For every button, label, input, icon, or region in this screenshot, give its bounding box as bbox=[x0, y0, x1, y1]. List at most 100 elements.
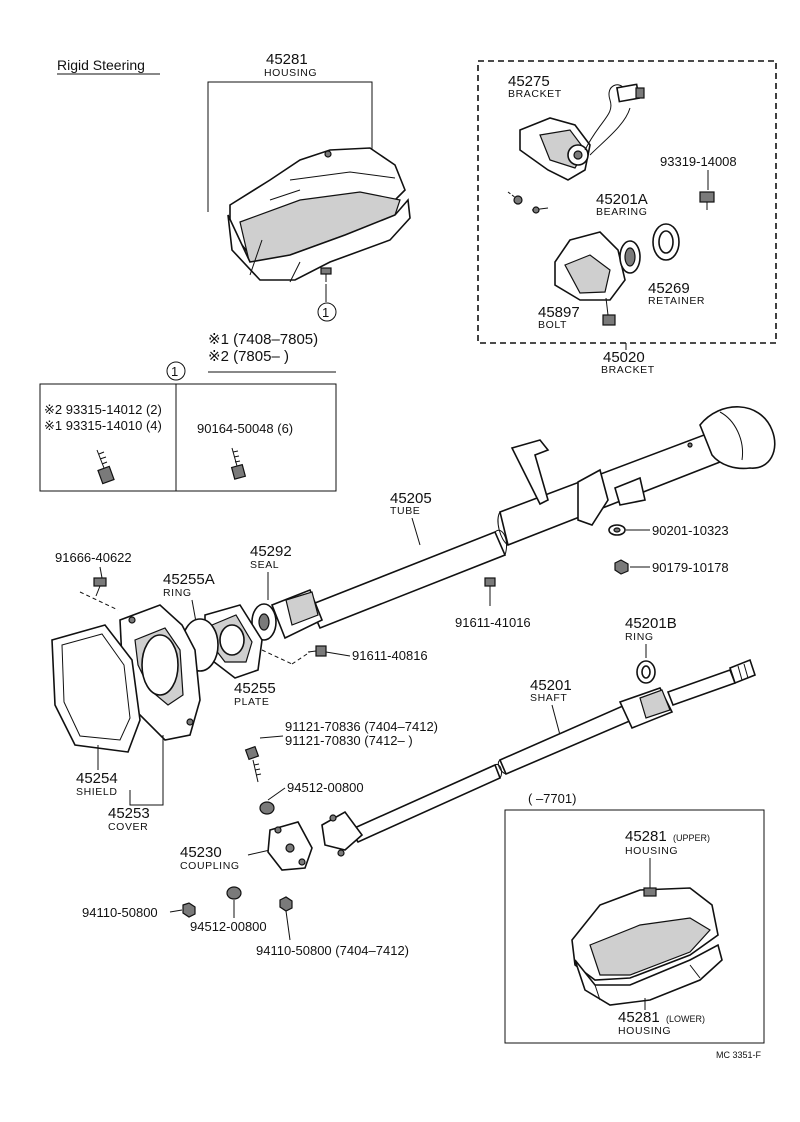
bearing-45201a-drawing bbox=[554, 231, 641, 301]
nut-94110-50800-a: 94110-50800 bbox=[82, 902, 196, 920]
svg-text:1: 1 bbox=[322, 305, 329, 320]
variant-box bbox=[504, 809, 765, 1044]
shaft-leader bbox=[551, 704, 561, 736]
seal-45292-drawing bbox=[251, 588, 324, 641]
part-suffix: (UPPER) bbox=[673, 833, 710, 843]
variant-housing-drawing bbox=[571, 887, 723, 1006]
fastener-inset-box bbox=[39, 383, 337, 492]
part-number: 45269 bbox=[648, 280, 690, 297]
part-number: 45205 bbox=[390, 490, 432, 507]
part-number: 94110-50800 (7404–7412) bbox=[256, 943, 409, 958]
svg-text:1: 1 bbox=[171, 364, 178, 379]
bracket-group-name: BRACKET bbox=[601, 364, 655, 376]
retainer-45269: 45269 RETAINER bbox=[648, 223, 705, 307]
nut-90179-10178: 90179-10178 bbox=[614, 559, 729, 575]
cover-45253-label: 45253 COVER bbox=[108, 735, 164, 833]
part-number: 45255 bbox=[234, 680, 276, 697]
part-number: 45897 bbox=[538, 304, 580, 321]
variant-lower-housing-label: 45281 (LOWER) HOUSING bbox=[618, 998, 705, 1037]
part-number: 45281 bbox=[618, 1009, 660, 1026]
part-number: 90179-10178 bbox=[652, 560, 729, 575]
bolt-91121-drawing bbox=[244, 745, 262, 783]
shaft-45201-drawing bbox=[321, 658, 756, 857]
part-name: SHIELD bbox=[76, 786, 118, 798]
part-name: COVER bbox=[108, 821, 148, 833]
plate-45255-label: 45255 PLATE bbox=[234, 680, 276, 708]
bracket-small-screws bbox=[507, 191, 549, 214]
bolt-91611-40816: 91611-40816 bbox=[261, 645, 428, 665]
ring-45255a-label: 45255A RING bbox=[163, 571, 215, 599]
tube-leader bbox=[411, 517, 421, 546]
part-number: 93319-14008 bbox=[660, 154, 737, 169]
part-name: COUPLING bbox=[180, 860, 240, 872]
seal-45292-label: 45292 SEAL bbox=[250, 543, 292, 571]
inset-left-line2: ※1 93315-14010 (4) bbox=[44, 418, 162, 433]
part-name: RETAINER bbox=[648, 295, 705, 307]
part-name: PLATE bbox=[234, 696, 269, 708]
part-name: RING bbox=[163, 587, 192, 599]
part-name: RING bbox=[625, 631, 654, 643]
housing-45281-drawing bbox=[227, 147, 411, 283]
part-number: 90201-10323 bbox=[652, 523, 729, 538]
inset-right-line1: 90164-50048 (6) bbox=[197, 421, 293, 436]
part-number-a: 91121-70836 (7404–7412) bbox=[285, 719, 438, 734]
part-number: 91611-40816 bbox=[352, 648, 428, 663]
circle-marker-1-inset: 1 bbox=[166, 361, 186, 381]
inset-left-line1: ※2 93315-14012 (2) bbox=[44, 402, 162, 417]
inset-screw-right bbox=[230, 447, 247, 480]
footer-code: MC 3351-F bbox=[716, 1050, 762, 1060]
inset-screw-left bbox=[96, 449, 115, 485]
bracket-45275-label: 45275 BRACKET bbox=[508, 73, 562, 100]
part-number: 94512-00800 bbox=[287, 780, 364, 795]
part-number: 45253 bbox=[108, 805, 150, 822]
bolt-93319-14008: 93319-14008 bbox=[660, 154, 737, 210]
bolt-91666-40622: 91666-40622 bbox=[55, 550, 132, 611]
nut-94110-50800-b: 94110-50800 (7404–7412) bbox=[256, 896, 409, 958]
part-suffix: (LOWER) bbox=[666, 1014, 705, 1024]
part-number: 91611-41016 bbox=[455, 615, 531, 630]
part-name: BRACKET bbox=[508, 88, 562, 100]
housing-45281-label: 45281 HOUSING bbox=[264, 51, 317, 79]
washer-90201-10323: 90201-10323 bbox=[608, 523, 729, 538]
part-name: TUBE bbox=[390, 505, 420, 517]
part-name: BEARING bbox=[596, 206, 647, 218]
plate-45255-drawing bbox=[204, 604, 263, 679]
washer-94512-00800-a: 94512-00800 bbox=[259, 780, 364, 815]
variant-range: ( –7701) bbox=[528, 791, 576, 806]
part-number: 45201 bbox=[530, 677, 572, 694]
shield-45254-drawing bbox=[51, 624, 141, 753]
part-name: SHAFT bbox=[530, 692, 567, 704]
washer-94512-00800-b: 94512-00800 bbox=[190, 886, 267, 934]
ring-45201b: 45201B RING bbox=[625, 615, 677, 684]
housing-leader bbox=[207, 81, 373, 212]
part-number: 94110-50800 bbox=[82, 905, 158, 920]
ring-45255a-leader bbox=[191, 599, 197, 623]
part-number: 45281 bbox=[625, 828, 667, 845]
part-name: SEAL bbox=[250, 559, 279, 571]
coupling-45230: 45230 COUPLING bbox=[180, 821, 313, 872]
screw-under-housing bbox=[320, 267, 332, 302]
diagram-title: Rigid Steering bbox=[57, 57, 145, 73]
part-number: 45201B bbox=[625, 615, 677, 632]
shaft-45201-label: 45201 SHAFT bbox=[530, 677, 572, 704]
bolt-91611-41016: 91611-41016 bbox=[455, 577, 531, 630]
tube-45205-drawing bbox=[308, 406, 776, 630]
bracket-group-number: 45020 bbox=[603, 349, 645, 366]
part-number: 45275 bbox=[508, 73, 550, 90]
shield-45254-label: 45254 SHIELD bbox=[76, 745, 118, 798]
part-name: HOUSING bbox=[264, 67, 317, 79]
part-number: 45292 bbox=[250, 543, 292, 560]
part-number: 91666-40622 bbox=[55, 550, 132, 565]
circle-marker-1-top: 1 bbox=[317, 302, 337, 322]
note-2: ※2 (7805– ) bbox=[208, 348, 289, 365]
part-name: HOUSING bbox=[625, 845, 678, 857]
bolt-45897: 45897 BOLT bbox=[538, 297, 616, 331]
tube-45205-label: 45205 TUBE bbox=[390, 490, 432, 517]
part-name: BOLT bbox=[538, 319, 567, 331]
bolt-91121-label: 91121-70836 (7404–7412) 91121-70830 (741… bbox=[259, 719, 438, 748]
part-number: 45254 bbox=[76, 770, 118, 787]
bracket-45275-drawing bbox=[519, 83, 645, 181]
part-number-b: 91121-70830 (7412– ) bbox=[285, 733, 413, 748]
bearing-45201a-label: 45201A BEARING bbox=[596, 191, 648, 218]
